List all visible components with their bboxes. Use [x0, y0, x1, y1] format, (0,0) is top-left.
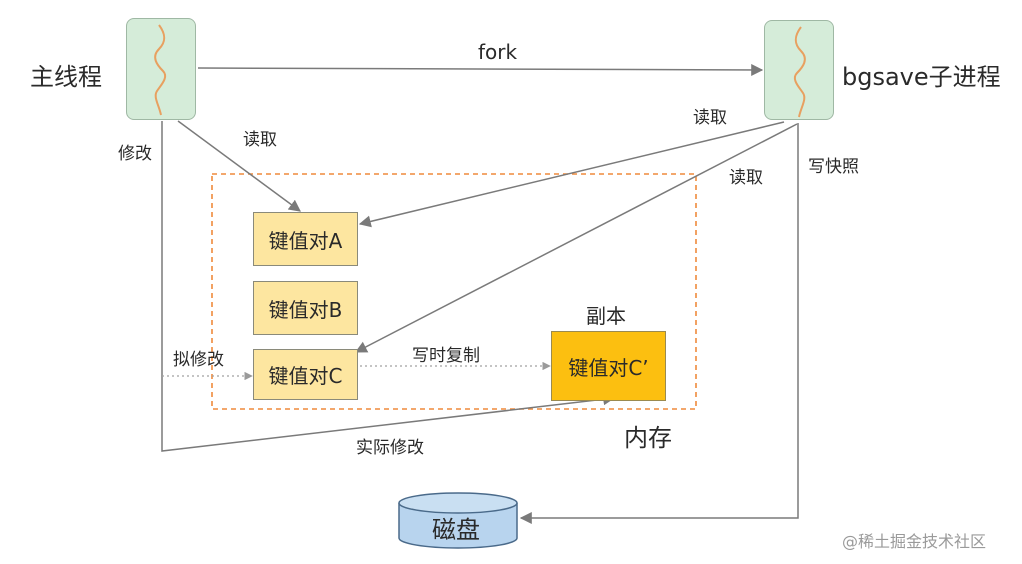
main-thread-label: 主线程 — [30, 63, 102, 91]
actual-modify-arrow — [161, 121, 616, 452]
memory-label: 内存 — [624, 424, 672, 452]
key-value-pair-c: 键值对C — [253, 349, 358, 400]
replica-label: 副本 — [586, 304, 626, 328]
copy-on-write-label: 写时复制 — [412, 346, 480, 366]
disk-label: 磁盘 — [432, 516, 480, 544]
child-process-box — [764, 20, 834, 120]
key-value-pair-b: 键值对B — [253, 281, 358, 335]
disk-cylinder — [398, 492, 518, 549]
child-process-label: bgsave子进程 — [842, 63, 1001, 91]
main-read-label: 读取 — [243, 130, 277, 150]
main-read-arrow — [177, 120, 301, 212]
child-read-c-label: 读取 — [729, 168, 763, 188]
fork-arrow — [197, 63, 764, 76]
write-snapshot-arrow — [519, 123, 799, 524]
key-value-pair-a: 键值对A — [253, 212, 358, 266]
intend-modify-label: 拟修改 — [173, 350, 224, 370]
main-modify-label: 修改 — [118, 144, 152, 164]
main-thread-box — [126, 18, 196, 120]
watermark: @稀土掘金技术社区 — [842, 532, 987, 551]
thread-squiggle-icon — [154, 24, 167, 116]
child-read-c-arrow — [354, 123, 798, 353]
replica-key-value-pair-c: 键值对C’ — [551, 331, 666, 401]
actual-modify-label: 实际修改 — [356, 438, 424, 458]
child-read-a-label: 读取 — [693, 108, 727, 128]
process-squiggle-icon — [793, 26, 806, 118]
child-read-a-arrow — [358, 121, 785, 228]
fork-label: fork — [478, 40, 518, 64]
write-snapshot-label: 写快照 — [808, 157, 859, 177]
